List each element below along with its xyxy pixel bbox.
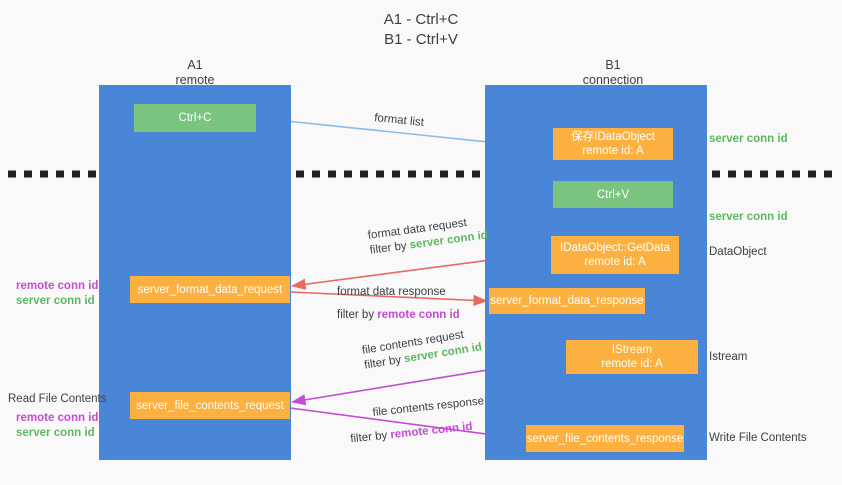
edge-label-format-data-response-line2: filter by remote conn id	[337, 308, 460, 323]
edge-format-data-response	[289, 291, 488, 306]
node-ctrl-c-label: Ctrl+C	[178, 112, 212, 124]
annotation-write-file-contents: Write File Contents	[709, 432, 807, 444]
annotation-server-conn-id-mid: server conn id	[709, 211, 788, 223]
node-getdata-line1: IDataObject::GetData	[560, 242, 670, 254]
column-b1-name: B1	[605, 58, 621, 72]
column-a1-sub: remote	[175, 73, 215, 87]
column-header-b1: B1 connection	[548, 58, 678, 88]
edge-label-fdres-accent: remote conn id	[377, 309, 460, 321]
node-getdata-line2: remote id: A	[584, 256, 646, 268]
node-server-format-data-response[interactable]: server_format_data_response	[489, 288, 645, 314]
node-server-format-data-response-label: server_format_data_response	[490, 295, 644, 307]
column-b1-sub: connection	[582, 73, 644, 87]
annotation-read-file-contents: Read File Contents	[8, 393, 107, 405]
node-server-file-contents-request-label: server_file_contents_request	[136, 399, 284, 412]
annotation-server-conn-id-1: server conn id	[16, 295, 95, 307]
node-server-file-contents-response-label: server_file_contents_response	[526, 432, 684, 445]
edge-label-format-data-response-line1: format data response	[337, 286, 446, 298]
node-server-format-data-request[interactable]: server_format_data_request	[130, 276, 290, 303]
column-a1-name: A1	[187, 58, 203, 72]
annotation-remote-conn-id-1: remote conn id	[16, 280, 99, 292]
annotation-dataobject: DataObject	[709, 246, 767, 258]
edge-label-fcres-prefix: filter by	[349, 429, 392, 446]
annotation-istream: Istream	[709, 351, 748, 363]
edge-label-format-data-response: format data response filter by remote co…	[337, 285, 460, 323]
edge-label-format-list-text: format list	[373, 111, 425, 129]
edge-label-fdres-prefix: filter by	[337, 309, 378, 321]
node-save-idataobject-line2: remote id: A	[582, 145, 644, 157]
node-server-format-data-request-label: server_format_data_request	[137, 283, 283, 296]
node-save-idataobject[interactable]: 保存IDataObject remote id: A	[553, 128, 673, 160]
column-header-a1: A1 remote	[130, 58, 260, 88]
node-istream-line1: IStream	[611, 344, 653, 356]
page-title: A1 - Ctrl+C B1 - Ctrl+V	[383, 11, 459, 48]
edge-label-fdreq-prefix: filter by	[369, 239, 411, 257]
annotation-remote-conn-id-2: remote conn id	[16, 412, 99, 424]
annotation-server-conn-id-top: server conn id	[709, 133, 788, 145]
node-ctrl-c[interactable]: Ctrl+C	[134, 104, 256, 132]
node-getdata[interactable]: IDataObject::GetData remote id: A	[551, 236, 679, 274]
node-istream[interactable]: IStream remote id: A	[566, 340, 698, 374]
node-server-file-contents-response[interactable]: server_file_contents_response	[526, 425, 684, 452]
node-ctrl-v-label: Ctrl+V	[596, 188, 630, 201]
annotation-server-conn-id-2: server conn id	[16, 427, 95, 439]
node-ctrl-v[interactable]: Ctrl+V	[553, 181, 673, 208]
node-server-file-contents-request[interactable]: server_file_contents_request	[130, 392, 290, 419]
node-istream-line2: remote id: A	[601, 358, 663, 370]
node-save-idataobject-line1: 保存IDataObject	[571, 131, 655, 143]
